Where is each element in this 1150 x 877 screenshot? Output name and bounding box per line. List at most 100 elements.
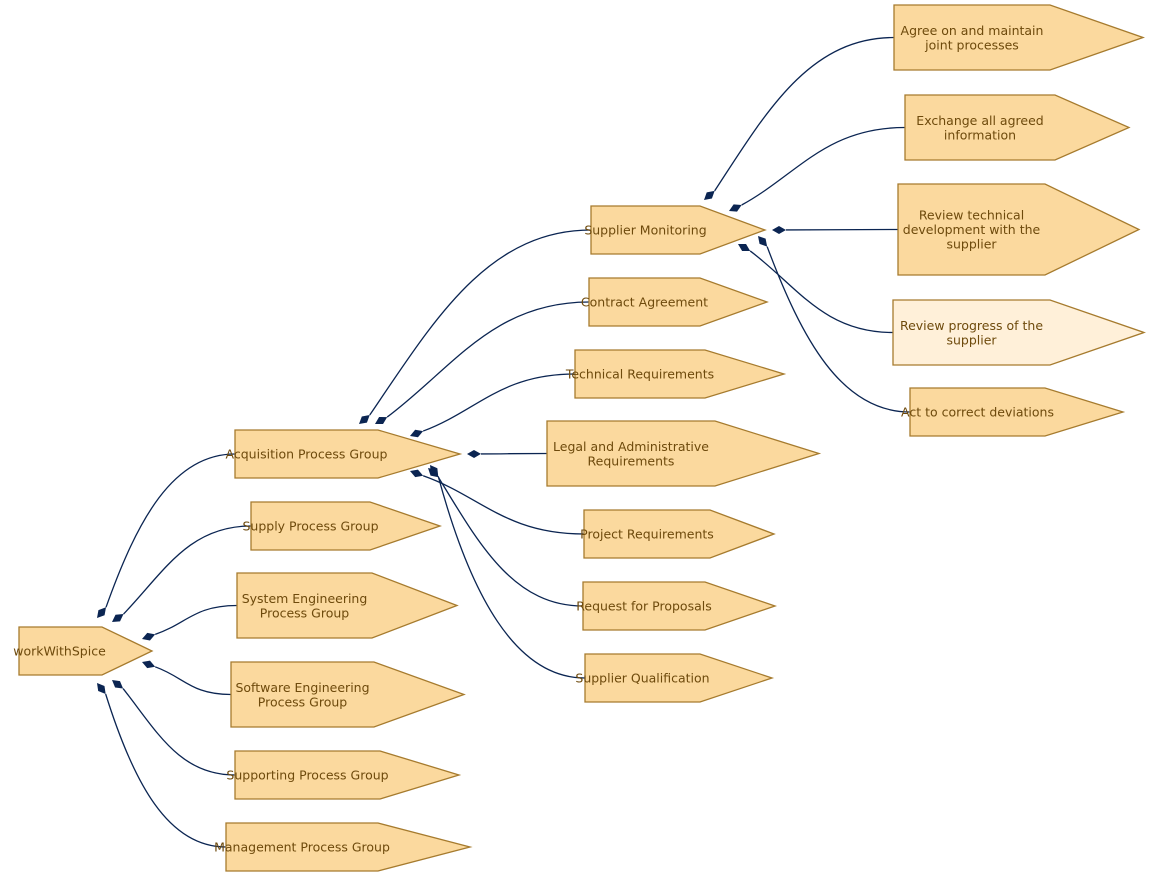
node-shape (893, 4, 1145, 71)
composition-diamond-icon (97, 607, 107, 618)
node-shape (583, 509, 776, 559)
node-contract[interactable]: Contract Agreement (581, 277, 769, 327)
node-label: Process Group (258, 694, 348, 709)
composition-diamond-icon (772, 225, 786, 234)
node-shape (590, 205, 767, 255)
node-qual[interactable]: Supplier Qualification (575, 653, 775, 703)
node-shape (225, 822, 473, 872)
composition-diamond-icon (112, 680, 124, 689)
node-label: Legal and Administrative (553, 439, 709, 454)
composition-diamond-icon (97, 683, 106, 695)
node-label: Supply Process Group (242, 519, 378, 534)
node-techreq[interactable]: Technical Requirements (565, 349, 787, 399)
node-label: Supplier Monitoring (584, 223, 706, 238)
composition-diamond-icon (375, 417, 388, 425)
node-shape (234, 750, 462, 800)
node-label: joint processes (924, 37, 1019, 52)
node-label: Management Process Group (214, 840, 390, 855)
node-label: Process Group (260, 605, 350, 620)
node-shape (236, 572, 459, 639)
node-label: Project Requirements (580, 527, 714, 542)
node-label: supplier (946, 332, 997, 347)
node-shape (18, 626, 154, 676)
node-shape (892, 299, 1146, 366)
node-label: Acquisition Process Group (226, 447, 388, 462)
edge-acq-qual (437, 476, 586, 679)
node-support[interactable]: Supporting Process Group (226, 750, 462, 800)
edge-root-syseng (154, 604, 238, 635)
composition-diamond-icon (112, 614, 124, 622)
node-label: information (944, 127, 1016, 142)
node-shape (897, 183, 1141, 276)
composition-diamond-icon (410, 469, 424, 478)
composition-diamond-icon (738, 243, 751, 251)
edge-root-support (122, 688, 236, 776)
node-label: Review technical (919, 208, 1024, 223)
composition-diamond-icon (430, 465, 439, 477)
node-sup[interactable]: Supply Process Group (242, 501, 443, 551)
composition-diamond-icon (410, 429, 424, 438)
edge-acq-supmon (369, 229, 592, 416)
node-label: Contract Agreement (581, 295, 708, 310)
edge-supmon-reviewprog (749, 250, 894, 334)
node-root[interactable]: workWithSpice (13, 626, 154, 676)
node-acq[interactable]: Acquisition Process Group (226, 429, 463, 479)
node-shape (904, 94, 1131, 161)
node-label: Exchange all agreed (916, 113, 1043, 128)
node-shape (584, 653, 775, 703)
composition-diamond-icon (758, 236, 768, 247)
node-label: Request for Proposals (576, 599, 711, 614)
node-shape (234, 429, 463, 479)
node-shape (588, 277, 769, 327)
node-label: supplier (946, 237, 997, 252)
node-label: Review progress of the (900, 318, 1043, 333)
edge-acq-contract (386, 301, 590, 418)
node-supmon[interactable]: Supplier Monitoring (584, 205, 767, 255)
composition-diamond-icon (142, 632, 156, 641)
edge-acq-techreq (422, 373, 576, 432)
node-label: Technical Requirements (565, 367, 714, 382)
node-shape (230, 661, 466, 728)
edge-root-sweng (154, 666, 232, 696)
node-label: Requirements (588, 453, 675, 468)
node-label: Supporting Process Group (226, 768, 388, 783)
node-mgmt[interactable]: Management Process Group (214, 822, 473, 872)
node-label: Software Engineering (235, 680, 369, 695)
edge-supmon-act (766, 246, 911, 413)
node-label: Act to correct deviations (901, 405, 1054, 420)
composition-diamond-icon (359, 415, 370, 424)
composition-diamond-icon (704, 190, 715, 200)
composition-diamond-icon (729, 204, 742, 212)
node-label: System Engineering (242, 591, 368, 606)
edge-root-mgmt (105, 693, 227, 848)
composition-diamond-icon (142, 660, 156, 669)
node-shape (250, 501, 443, 551)
edge-acq-rfp (437, 476, 584, 607)
node-shape (574, 349, 787, 399)
node-rfp[interactable]: Request for Proposals (576, 581, 778, 631)
node-label: workWithSpice (13, 644, 106, 659)
node-shape (909, 387, 1126, 437)
node-label: development with the (903, 222, 1041, 237)
node-label: Agree on and maintain (901, 23, 1044, 38)
node-act[interactable]: Act to correct deviations (901, 387, 1126, 437)
composition-diamond-icon (467, 449, 481, 458)
edge-supmon-exchange (741, 126, 906, 206)
edge-root-acq (105, 453, 236, 608)
edge-supmon-agree (714, 36, 895, 192)
edge-root-sup (123, 525, 252, 615)
edges (97, 36, 911, 848)
node-shape (546, 420, 822, 487)
node-shape (582, 581, 778, 631)
node-projreq[interactable]: Project Requirements (580, 509, 776, 559)
